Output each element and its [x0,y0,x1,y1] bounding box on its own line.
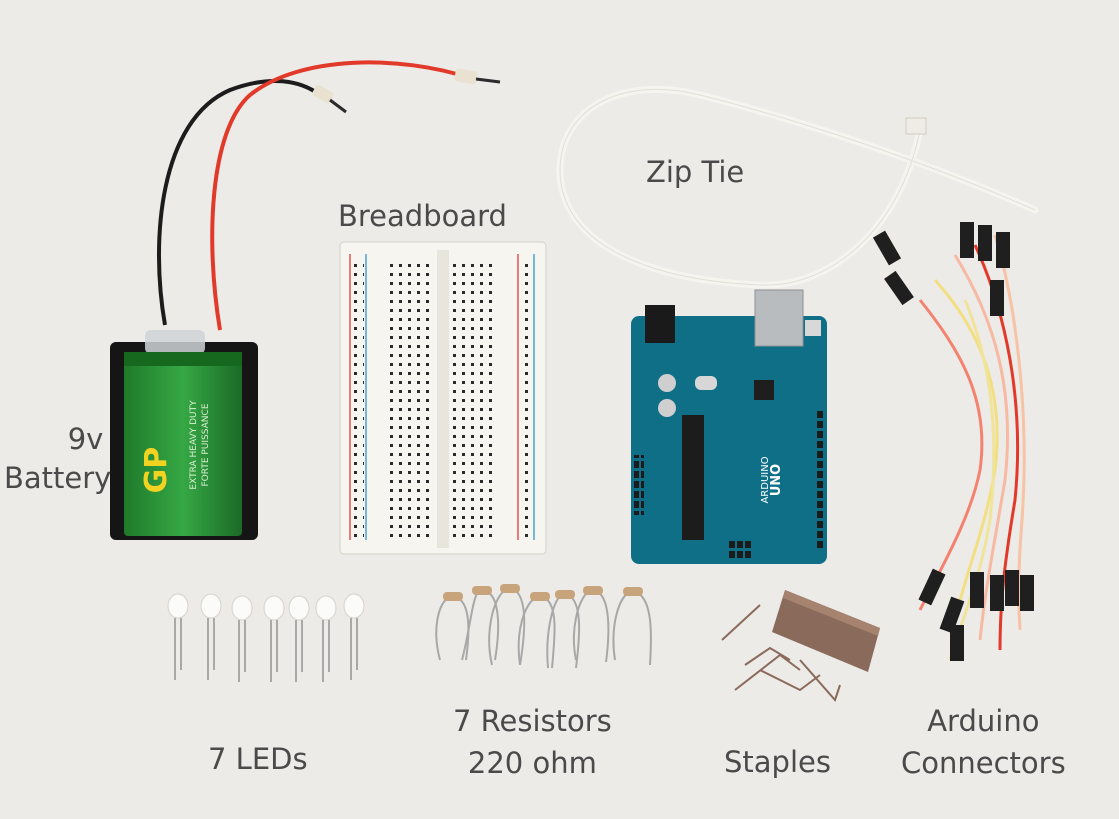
resistor [572,586,610,663]
leds [167,593,365,682]
staples [721,590,880,702]
resistors [435,584,652,669]
zip-tie [556,85,1039,289]
jumper-wires [872,222,1034,661]
led [263,595,285,682]
label-breadboard: Breadboard [338,195,507,237]
label-battery: 9v Battery [4,420,111,498]
led [167,593,189,680]
resistor [488,584,526,666]
breadboard [339,241,547,555]
label-staples: Staples [724,741,831,783]
resistor [546,590,581,669]
label-staples-text: Staples [724,745,831,779]
battery-text-2: FORTE PUISSANCE [201,403,211,486]
label-battery-line1: 9v [67,422,104,456]
label-connectors-line2: Connectors [901,746,1066,781]
led [343,593,365,680]
resistor [612,587,652,666]
label-breadboard-text: Breadboard [338,199,507,233]
resistor [435,592,470,661]
led [315,595,337,682]
arduino-brand: ARDUINO [760,456,771,503]
battery-9v: GP EXTRA HEAVY DUTY FORTE PUISSANCE [110,330,258,540]
label-leds: 7 LEDs [208,738,308,780]
label-zip-tie-text: Zip Tie [646,155,745,189]
led [288,595,310,682]
label-leds-text: 7 LEDs [208,742,308,776]
label-resistors-line1: 7 Resistors [453,704,612,738]
led [231,595,253,682]
battery-brand: GP [139,447,174,494]
label-zip-tie: Zip Tie [646,151,744,193]
label-connectors: Arduino Connectors [901,700,1066,784]
label-battery-line2: Battery [4,461,112,496]
led [200,593,222,680]
battery-text-1: EXTRA HEAVY DUTY [189,400,199,490]
label-resistors: 7 Resistors 220 ohm [453,700,612,784]
resistor [461,586,500,661]
label-connectors-line1: Arduino [927,704,1040,738]
arduino-model: UNO [769,464,784,497]
arduino-uno-board: ARDUINO UNO [631,289,827,564]
label-resistors-line2: 220 ohm [467,746,597,781]
battery-wires [157,60,501,331]
resistor [517,592,556,669]
